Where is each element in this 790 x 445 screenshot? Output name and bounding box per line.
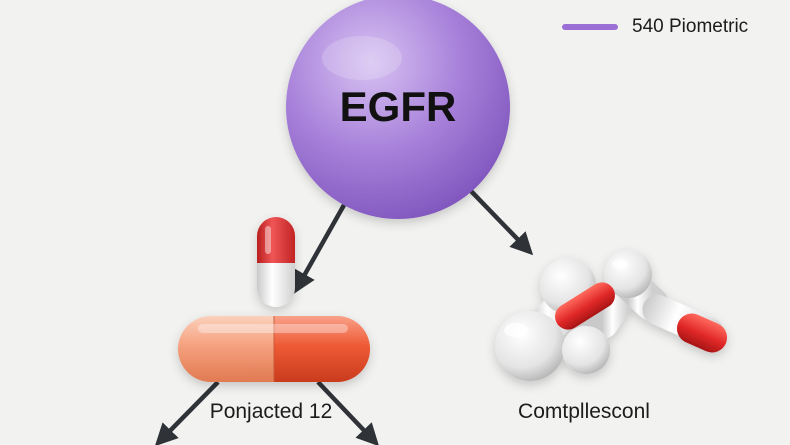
arrow-receptor-to-molecule: [468, 188, 534, 256]
legend: 540 Piometric: [562, 14, 748, 40]
caption-right: Comtpllesconl: [518, 400, 650, 423]
small-capsule-icon: [257, 217, 295, 307]
arrows: [154, 188, 534, 445]
drug-capsule-icon: [178, 316, 370, 382]
caption-left: Ponjacted 12: [210, 400, 333, 423]
receptor-label: EGFR: [340, 83, 457, 130]
receptor-sphere-icon: [286, 0, 510, 219]
arrow-receptor-to-capsule: [293, 203, 346, 294]
legend-label: 540 Piometric: [632, 16, 749, 37]
arrow-drug-down-right: [316, 380, 380, 445]
arrow-drug-down-left: [154, 380, 220, 445]
molecule-icon: [495, 250, 728, 381]
legend-swatch: [562, 24, 618, 30]
receptor-node: EGFR: [286, 0, 510, 219]
